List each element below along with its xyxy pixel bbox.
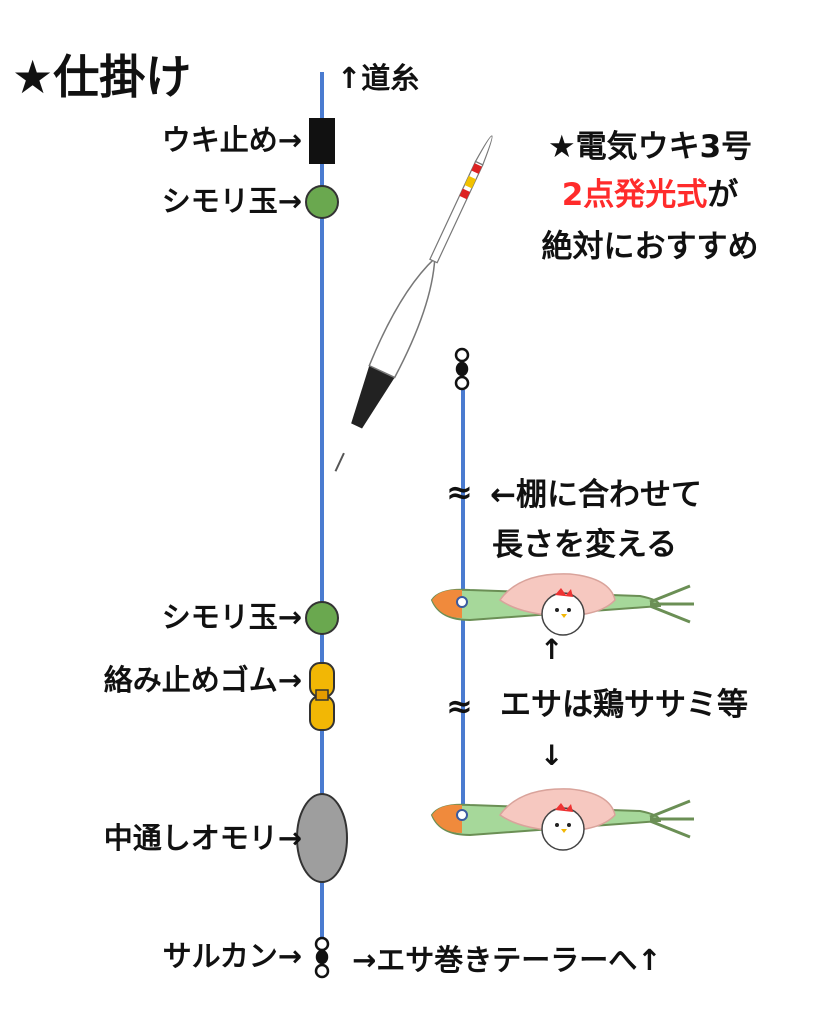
shelf-approx-icon: ≈	[446, 473, 473, 511]
bait-note-text: エサは鶏ササミ等	[500, 687, 748, 723]
float-note-highlight: 2点発光式	[561, 177, 708, 213]
bait-tailer-lower	[430, 788, 694, 851]
swivel-label: サルカン→	[162, 939, 302, 973]
bait-down-arrow-icon: ↓	[540, 739, 564, 772]
float-note-line2-rest: が	[707, 177, 739, 213]
swivel-top	[454, 347, 470, 391]
electric-float	[334, 135, 493, 472]
float-note-line1: ★電気ウキ3号	[547, 129, 753, 165]
shelf-note-line1: ←棚に合わせて	[490, 477, 702, 513]
shelf-note-line2: 長さを変える	[492, 527, 678, 563]
tangle-rubber-label: 絡み止めゴム→	[103, 663, 302, 697]
sinker	[296, 793, 348, 883]
to-tailer-label: →エサ巻きテーラーへ↑	[352, 943, 662, 977]
bait-approx-icon: ≈	[446, 687, 473, 725]
bait-tailer-upper	[430, 573, 694, 636]
swivel-bottom	[314, 936, 330, 979]
uki-stopper-label: ウキ止め→	[161, 123, 302, 157]
float-note-line2: 2点発光式が	[500, 180, 800, 211]
float-note-line3: 絶対におすすめ	[541, 229, 759, 265]
uki-stopper	[309, 118, 335, 164]
page-title: ★仕掛け	[12, 50, 192, 104]
main-line-label: ↑道糸	[337, 61, 420, 95]
sinker-label: 中通しオモリ→	[103, 821, 302, 855]
shimori-ball-bottom	[305, 601, 339, 635]
shimori-top-label: シモリ玉→	[161, 184, 302, 218]
bait-up-arrow-icon: ↑	[540, 633, 564, 666]
shimori-ball-top	[305, 185, 339, 219]
tangle-rubber	[309, 662, 335, 731]
shimori-bottom-label: シモリ玉→	[161, 600, 302, 634]
